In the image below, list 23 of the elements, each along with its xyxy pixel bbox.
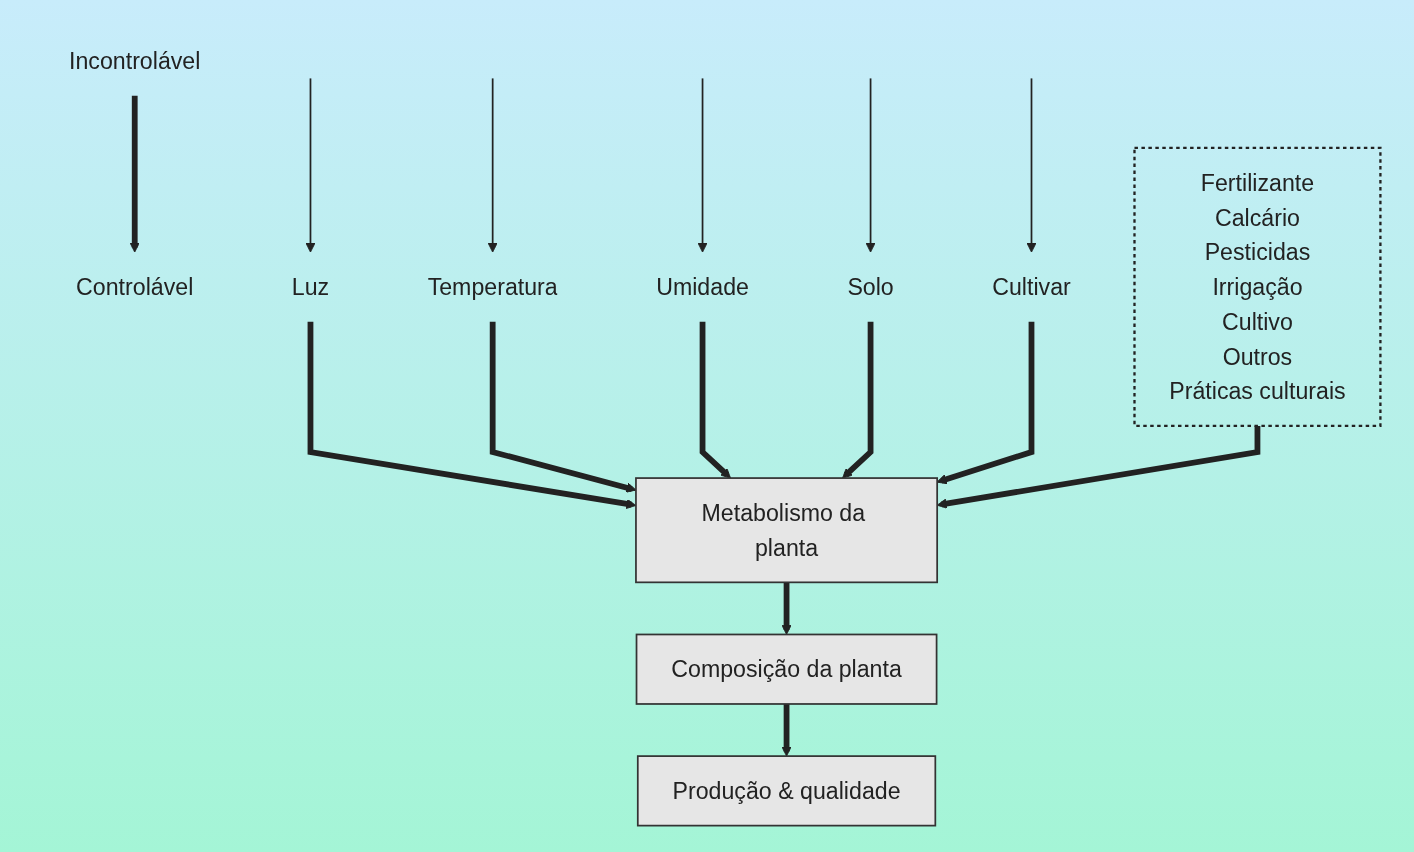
node-box: Composição da planta xyxy=(635,633,938,705)
arrow xyxy=(487,77,498,253)
node-box: Fertilizante Calcário Pesticidas Irrigação Cultivo Outros Práticas culturais xyxy=(1133,146,1382,428)
arrow xyxy=(841,321,874,479)
arrow xyxy=(699,321,731,479)
arrow xyxy=(936,321,1035,485)
node-text: Controlável xyxy=(75,274,193,300)
arrow xyxy=(865,77,876,253)
arrow xyxy=(305,77,316,253)
node-text: Temperatura xyxy=(427,274,558,300)
arrow xyxy=(781,704,792,757)
node-box: Metabolismo da planta xyxy=(634,477,938,584)
node-text: Umidade xyxy=(655,274,749,300)
node-text: Luz xyxy=(291,274,329,300)
node-text: Solo xyxy=(847,274,894,300)
arrow xyxy=(129,95,140,253)
node-box: Produção & qualidade xyxy=(636,755,936,827)
node-text: Cultivar xyxy=(991,274,1071,300)
node-text: Incontrolável xyxy=(68,48,201,74)
arrow xyxy=(781,582,792,635)
arrow xyxy=(1026,77,1037,253)
arrow xyxy=(697,77,708,253)
arrow xyxy=(936,426,1260,509)
